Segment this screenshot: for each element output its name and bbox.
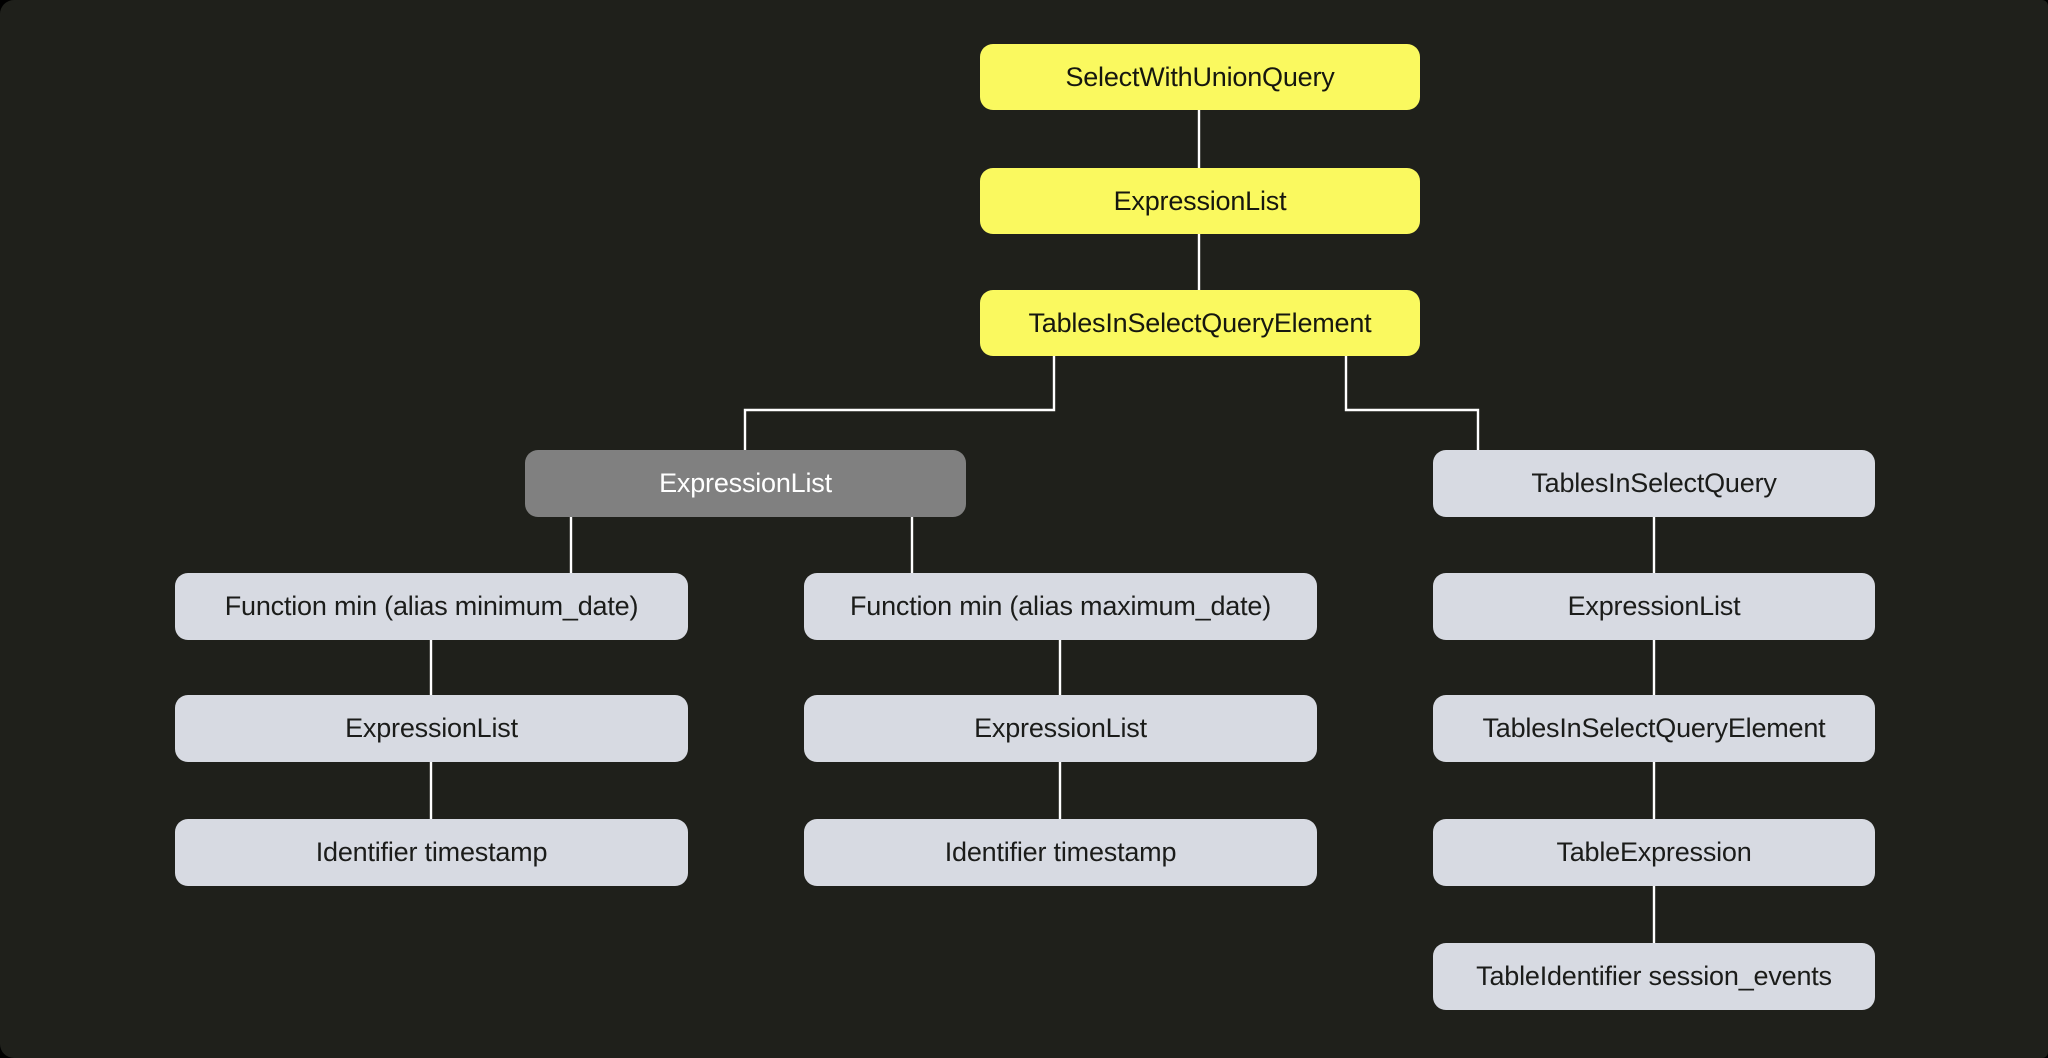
- tree-node[interactable]: ExpressionList: [525, 450, 966, 517]
- tree-node[interactable]: ExpressionList: [804, 695, 1317, 762]
- tree-node-label: ExpressionList: [974, 713, 1147, 743]
- tree-node[interactable]: TableIdentifier session_events: [1433, 943, 1875, 1010]
- tree-node[interactable]: TablesInSelectQueryElement: [1433, 695, 1875, 762]
- tree-node-label: SelectWithUnionQuery: [1065, 61, 1335, 92]
- tree-node-label: ExpressionList: [1113, 185, 1287, 216]
- tree-node-label: TableExpression: [1556, 837, 1752, 867]
- tree-node-label: Function min (alias maximum_date): [849, 591, 1272, 621]
- tree-edge: [1344, 356, 1480, 450]
- tree-node-label: TablesInSelectQueryElement: [1028, 307, 1372, 338]
- tree-node[interactable]: Function min (alias minimum_date): [175, 573, 688, 640]
- tree-node-label: ExpressionList: [345, 713, 518, 743]
- tree-node-label: TablesInSelectQueryElement: [1482, 713, 1826, 743]
- tree-node[interactable]: Function min (alias maximum_date): [804, 573, 1317, 640]
- tree-node[interactable]: Identifier timestamp: [175, 819, 688, 886]
- tree-node-label: ExpressionList: [1567, 591, 1741, 621]
- tree-edge: [743, 356, 1056, 450]
- tree-node-label: Identifier timestamp: [315, 837, 548, 867]
- tree-node[interactable]: TablesInSelectQueryElement: [980, 290, 1420, 356]
- tree-node[interactable]: ExpressionList: [175, 695, 688, 762]
- tree-node[interactable]: Identifier timestamp: [804, 819, 1317, 886]
- tree-node[interactable]: ExpressionList: [980, 168, 1420, 234]
- tree-node-label: TablesInSelectQuery: [1531, 468, 1777, 498]
- tree-node[interactable]: ExpressionList: [1433, 573, 1875, 640]
- tree-node[interactable]: TableExpression: [1433, 819, 1875, 886]
- tree-node[interactable]: SelectWithUnionQuery: [980, 44, 1420, 110]
- tree-node-label: Function min (alias minimum_date): [224, 591, 639, 621]
- tree-node-label: Identifier timestamp: [944, 837, 1177, 867]
- tree-node-label: TableIdentifier session_events: [1476, 961, 1832, 991]
- tree-node[interactable]: TablesInSelectQuery: [1433, 450, 1875, 517]
- tree-node-label: ExpressionList: [659, 468, 832, 498]
